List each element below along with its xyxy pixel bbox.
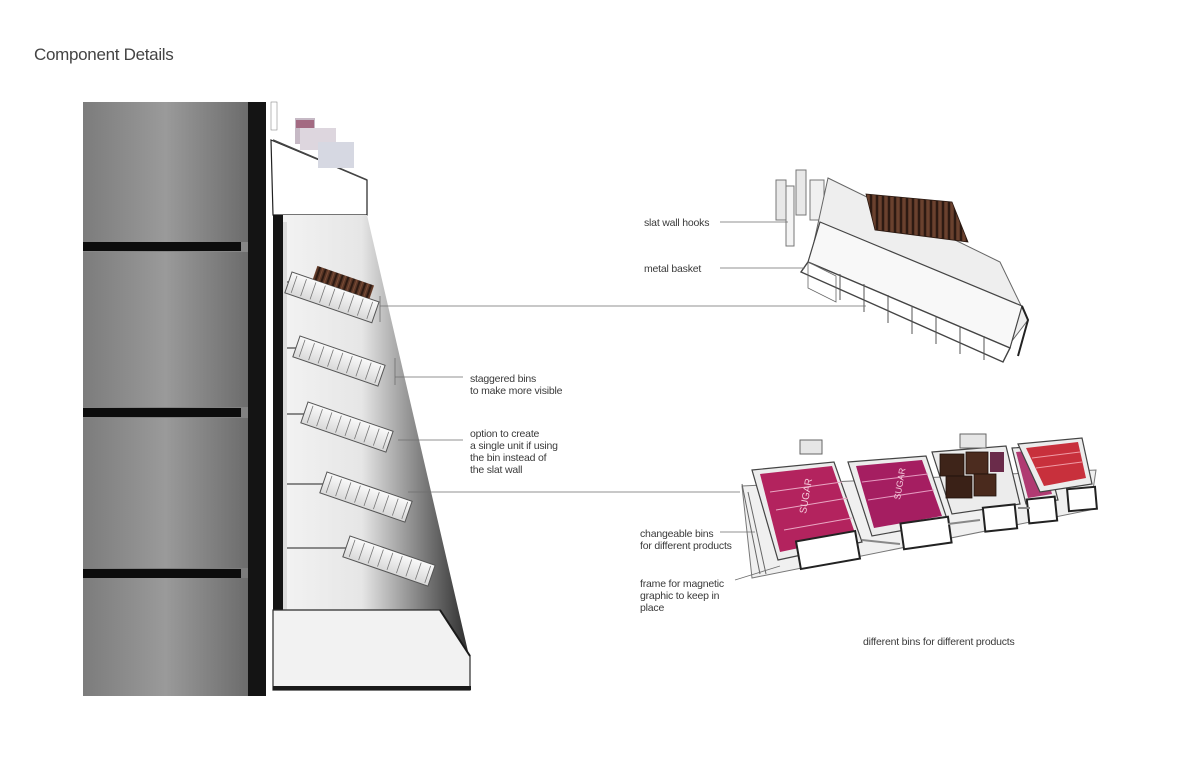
panel-gap [83, 569, 241, 578]
slat-hook [775, 179, 787, 221]
magnetic-graphic-frame [981, 503, 1019, 533]
staggered-bin [284, 265, 380, 324]
staggered-bin [287, 401, 394, 453]
chocolate-product [865, 193, 969, 243]
chocolate-product [312, 265, 375, 299]
staggered-bin [287, 535, 436, 587]
label-slat-wall-hooks: slat wall hooks [644, 217, 710, 229]
wall-post [248, 102, 266, 696]
wall-fixture [83, 101, 471, 696]
basket-detail [775, 169, 1030, 363]
slat-hook [799, 439, 823, 455]
metal-basket [799, 261, 1011, 363]
leader-lines [379, 221, 866, 581]
panel-gap [83, 242, 241, 251]
multi-bin-detail: SUGAR SUGAR [741, 433, 1098, 579]
panel-gap [83, 408, 241, 417]
label-frame-magnetic: frame for magnetic graphic to keep in pl… [640, 578, 724, 614]
sugar-product [856, 460, 942, 528]
magnetic-graphic-frame [1066, 485, 1098, 513]
magnetic-graphic-frame [1025, 495, 1059, 525]
chocolate-product [939, 453, 965, 477]
label-metal-basket: metal basket [644, 263, 702, 275]
slat-hook [959, 433, 987, 449]
label-changeable-bins: changeable bins for different products [640, 528, 732, 552]
magnetic-graphic-frame [794, 529, 862, 571]
base-kick [272, 609, 471, 691]
staggered-bin [287, 335, 386, 387]
caption-different-bins: different bins for different products [863, 636, 1015, 648]
page-title: Component Details [34, 45, 174, 64]
label-single-unit: option to create a single unit if using … [470, 428, 558, 476]
sugar-product [760, 466, 856, 552]
staggered-bin [287, 471, 413, 523]
label-staggered-bins: staggered bins to make more visible [470, 373, 563, 397]
magnetic-graphic-frame [899, 515, 953, 551]
